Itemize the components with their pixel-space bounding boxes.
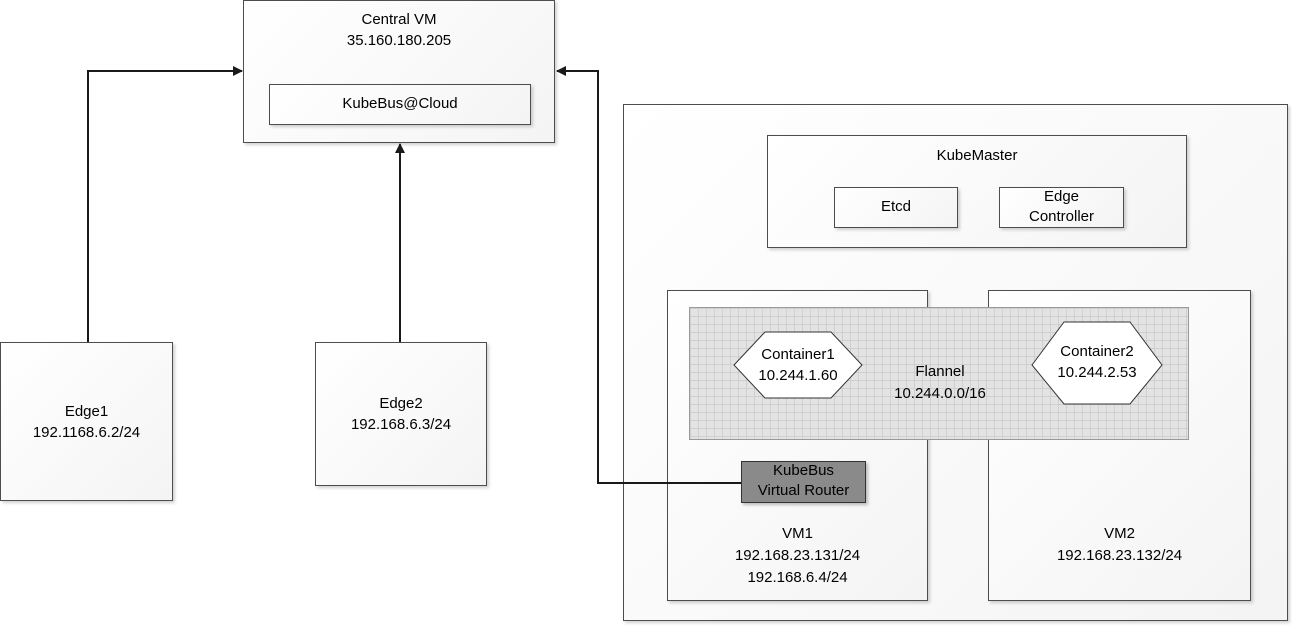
vm2-title: VM2 (1104, 525, 1135, 542)
vm1-title: VM1 (782, 525, 813, 542)
edge2-box (315, 342, 487, 486)
edge2-ip: 192.168.6.3/24 (350, 416, 452, 433)
kubebus-cloud-box (269, 84, 531, 125)
router-to-central-arrow (556, 66, 741, 484)
edge2-title: Edge2 (379, 395, 423, 412)
router-line2: Virtual Router (757, 482, 850, 499)
container1-hexagon (733, 331, 863, 399)
container2-title: Container2 (1060, 343, 1134, 360)
edge1-title: Edge1 (64, 403, 109, 420)
central-vm-title: Central VM (361, 11, 437, 28)
kubemaster-label: KubeMaster (936, 147, 1018, 164)
container2-ip: 10.244.2.53 (1057, 364, 1137, 381)
edge-controller-label-line1: Edge (1043, 188, 1080, 205)
container2-hexagon (1031, 321, 1163, 405)
container1-title: Container1 (761, 346, 835, 363)
edge-controller-box (999, 187, 1124, 228)
router-line1: KubeBus (773, 462, 834, 479)
flannel-label: Flannel (915, 363, 965, 380)
etcd-label: Etcd (880, 198, 911, 215)
kubebus-router-box (741, 461, 866, 503)
vm1-ip1: 192.168.23.131/24 (734, 547, 861, 564)
etcd-box (834, 187, 958, 228)
edge1-ip: 192.1168.6.2/24 (32, 424, 141, 441)
vm2-ip: 192.168.23.132/24 (1056, 547, 1183, 564)
edge1-box (0, 342, 173, 501)
container1-ip: 10.244.1.60 (758, 367, 838, 384)
flannel-subnet: 10.244.0.0/16 (894, 385, 986, 402)
edge1-to-central-arrow (87, 66, 243, 342)
vm1-ip2: 192.168.6.4/24 (747, 569, 848, 586)
edge-controller-label-line2: Controller (1028, 208, 1095, 225)
central-vm-ip: 35.160.180.205 (346, 32, 452, 49)
kubebus-cloud-label: KubeBus@Cloud (342, 95, 458, 112)
